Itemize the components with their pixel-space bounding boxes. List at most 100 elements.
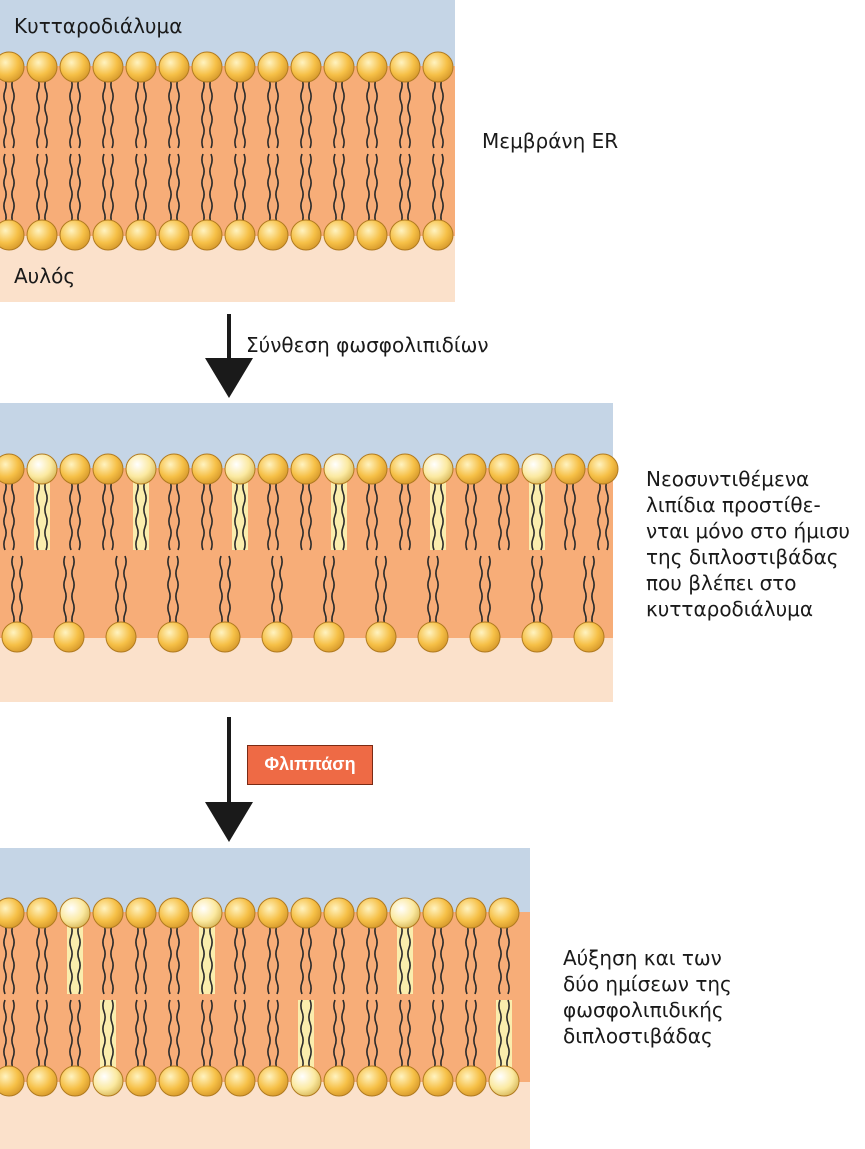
phospholipid: [157, 555, 189, 653]
fatty-acid-tail: [366, 999, 370, 1070]
polar-head: [191, 219, 223, 251]
polar-head: [191, 1065, 223, 1097]
fatty-acid-tail: [63, 555, 67, 626]
new-phospholipid: [191, 897, 223, 995]
fatty-acid-tail: [219, 555, 223, 626]
polar-head: [0, 219, 25, 251]
fatty-acid-tail: [341, 480, 345, 551]
polar-head: [389, 453, 421, 485]
fatty-acid-tail: [176, 153, 180, 224]
phospholipid: [488, 897, 520, 995]
fatty-acid-tail: [300, 78, 304, 149]
polar-head: [0, 1065, 25, 1097]
fatty-acid-tail: [605, 480, 609, 551]
polar-head: [92, 219, 124, 251]
new-lipid-highlight: [430, 481, 446, 550]
fatty-acid-tail: [465, 924, 469, 995]
fatty-acid-tail: [115, 555, 119, 626]
fatty-acid-tail: [102, 153, 106, 224]
hydrophobic-core: [0, 66, 455, 236]
polar-head: [417, 621, 449, 653]
phospholipid: [422, 999, 454, 1097]
new-lipid-highlight: [232, 481, 248, 550]
fatty-acid-tail: [44, 78, 48, 149]
fatty-acid-tail: [176, 480, 180, 551]
polar-head: [92, 51, 124, 83]
fatty-acid-tail: [300, 999, 304, 1070]
phospholipid: [389, 999, 421, 1097]
new-lipid-highlight: [133, 481, 149, 550]
phospholipid: [53, 555, 85, 653]
polar-head: [521, 621, 553, 653]
new-phospholipid: [521, 453, 553, 551]
fatty-acid-tail: [308, 153, 312, 224]
polar-head: [323, 1065, 355, 1097]
fatty-acid-tail: [36, 78, 40, 149]
fatty-acid-tail: [242, 924, 246, 995]
polar-head: [26, 1065, 58, 1097]
lumen-region: [0, 632, 613, 702]
phospholipid: [257, 153, 289, 251]
polar-head: [1, 621, 33, 653]
fatty-acid-tail: [271, 555, 275, 626]
fatty-acid-tail: [440, 924, 444, 995]
phospholipid: [191, 999, 223, 1097]
polar-head: [573, 621, 605, 653]
fatty-acid-tail: [110, 78, 114, 149]
fatty-acid-tail: [209, 480, 213, 551]
fatty-acid-tail: [275, 78, 279, 149]
fatty-acid-tail: [279, 555, 283, 626]
fatty-acid-tail: [275, 153, 279, 224]
fatty-acid-tail: [435, 555, 439, 626]
polar-head: [158, 219, 190, 251]
polar-head: [356, 1065, 388, 1097]
fatty-acid-tail: [143, 924, 147, 995]
phospholipid: [59, 153, 91, 251]
polar-head: [422, 1065, 454, 1097]
new-phospholipid: [26, 453, 58, 551]
polar-head: [290, 1065, 322, 1097]
polar-head: [224, 897, 256, 929]
new-phospholipid: [290, 999, 322, 1097]
new-phospholipid: [323, 453, 355, 551]
fatty-acid-tail: [374, 78, 378, 149]
phospholipid: [224, 999, 256, 1097]
fatty-acid-tail: [176, 999, 180, 1070]
polar-head: [0, 897, 25, 929]
polar-head: [257, 51, 289, 83]
phospholipid: [469, 555, 501, 653]
fatty-acid-tail: [300, 924, 304, 995]
fatty-acid-tail: [583, 555, 587, 626]
polar-head: [191, 453, 223, 485]
new-lipid-highlight: [529, 481, 545, 550]
fatty-acid-tail: [110, 924, 114, 995]
phospholipid: [158, 51, 190, 149]
phospholipid: [521, 555, 553, 653]
new-phospholipid: [92, 999, 124, 1097]
fatty-acid-tail: [597, 480, 601, 551]
phospholipid: [92, 51, 124, 149]
new-lipid-highlight: [100, 1000, 116, 1069]
phospholipid: [290, 897, 322, 995]
new-lipid-highlight: [34, 481, 50, 550]
polar-head: [488, 453, 520, 485]
fatty-acid-tail: [333, 480, 337, 551]
polar-head: [105, 621, 137, 653]
fatty-acid-tail: [539, 480, 543, 551]
new-lipid-highlight: [199, 925, 215, 994]
polar-head: [224, 51, 256, 83]
fatty-acid-tail: [267, 924, 271, 995]
fatty-acid-tail: [19, 555, 23, 626]
fatty-acid-tail: [308, 78, 312, 149]
fatty-acid-tail: [407, 78, 411, 149]
fatty-acid-tail: [341, 924, 345, 995]
fatty-acid-tail: [473, 924, 477, 995]
lipid-layer: [0, 897, 520, 1097]
phospholipid: [455, 897, 487, 995]
fatty-acid-tail: [77, 153, 81, 224]
phospholipid: [92, 153, 124, 251]
polar-head: [389, 897, 421, 929]
fatty-acid-tail: [135, 924, 139, 995]
phospholipid: [0, 999, 25, 1097]
fatty-acid-tail: [399, 999, 403, 1070]
